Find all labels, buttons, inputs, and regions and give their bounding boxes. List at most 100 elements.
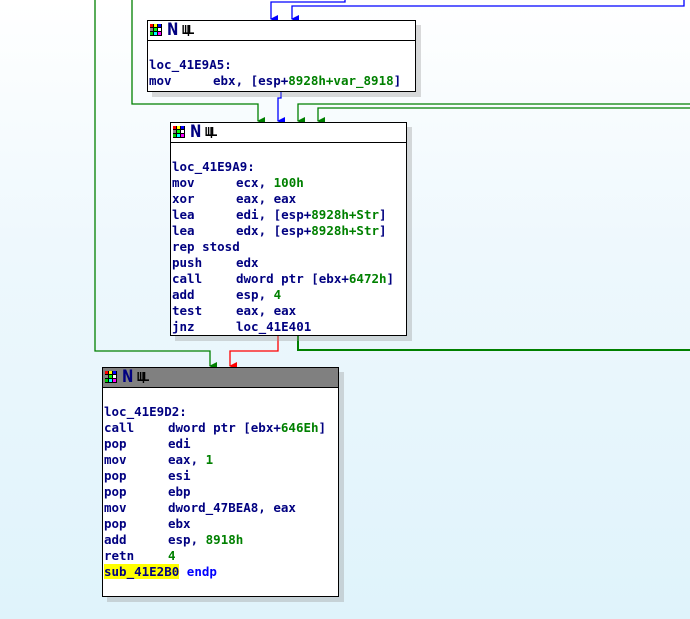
mnemonic: pop <box>104 436 127 451</box>
operand: ebx, [esp+ <box>213 73 289 88</box>
mnemonic: add <box>172 287 195 302</box>
edge-true <box>297 336 690 351</box>
operand: edx, [esp+ <box>236 223 312 238</box>
instruction-line[interactable]: xor eax, eax <box>172 191 405 207</box>
edge-true <box>297 103 690 125</box>
instruction-line[interactable]: call dword ptr [ebx+6472h] <box>172 271 405 287</box>
operand: 4 <box>273 287 282 302</box>
operand: eax, eax <box>236 303 297 318</box>
mnemonic: call <box>104 420 135 435</box>
palette-icon[interactable] <box>150 24 162 36</box>
mnemonic: xor <box>172 191 195 206</box>
operand: dword ptr [ebx+ <box>168 420 281 435</box>
block-label[interactable]: loc_41E9D2: <box>104 404 187 419</box>
instruction-line[interactable]: mov eax, 1 <box>104 452 337 468</box>
operand: ecx, <box>236 175 274 190</box>
operand: dword ptr [ebx+ <box>236 271 349 286</box>
instruction-line[interactable]: pop ebx <box>104 516 337 532</box>
mnemonic: pop <box>104 484 127 499</box>
operand: ] <box>386 271 395 286</box>
instruction-line[interactable]: lea edx, [esp+8928h+Str] <box>172 223 405 239</box>
operand: edi, [esp+ <box>236 207 312 222</box>
operand: ] <box>379 223 387 238</box>
instruction-line[interactable]: rep stosd <box>172 239 405 255</box>
operand: 8928h+Str <box>311 207 379 222</box>
operand: ] <box>393 73 402 88</box>
function-name[interactable]: sub_41E2B0 <box>104 564 180 579</box>
operand: 8928h+var_8918 <box>288 73 394 88</box>
graph-icon[interactable]: ЩL <box>137 370 150 384</box>
block-body: loc_41E9A9:mov ecx, 100h xor eax, eax lea edi… <box>171 143 406 341</box>
edge-false <box>229 336 279 370</box>
operand: edx <box>236 255 259 270</box>
instruction-line[interactable]: mov ebx, [esp+8928h+var_8918] <box>149 73 414 89</box>
instruction-line[interactable]: add esp, 8918h <box>104 532 337 548</box>
operand: ebp <box>168 484 191 499</box>
block-label[interactable]: loc_41E9A9: <box>172 159 255 174</box>
mnemonic: call <box>172 271 203 286</box>
operand: 646Eh <box>280 420 319 435</box>
operand: 8918h <box>205 532 244 547</box>
mnemonic: mov <box>149 73 172 88</box>
mnemonic: test <box>172 303 203 318</box>
node-n-icon[interactable]: N <box>167 20 179 40</box>
operand: eax, <box>168 452 206 467</box>
mnemonic: add <box>104 532 127 547</box>
operand: 8928h+Str <box>311 223 379 238</box>
operand: dword_47BEA8, eax <box>168 500 296 515</box>
instruction-line[interactable]: mov dword_47BEA8, eax <box>104 500 337 516</box>
endp-keyword: endp <box>179 564 217 579</box>
block-label[interactable]: loc_41E9A5: <box>149 57 232 72</box>
operand: esp, <box>236 287 274 302</box>
operand: ebx <box>168 516 191 531</box>
operand: edi <box>168 436 191 451</box>
edge-jump <box>270 0 346 23</box>
endp-line[interactable]: sub_41E2B0 endp <box>104 564 337 580</box>
node-n-icon[interactable]: N <box>122 367 134 387</box>
instruction-line[interactable]: lea edi, [esp+8928h+Str] <box>172 207 405 223</box>
operand: loc_41E401 <box>236 319 312 334</box>
mnemonic: mov <box>172 175 195 190</box>
node-n-icon[interactable]: N <box>190 122 202 142</box>
instruction-line[interactable]: pop ebp <box>104 484 337 500</box>
palette-icon[interactable] <box>105 371 117 383</box>
mnemonic: pop <box>104 468 127 483</box>
operand: 6472h <box>348 271 387 286</box>
edge-fallthrough <box>131 0 265 125</box>
operand: eax, eax <box>236 191 297 206</box>
instruction-line[interactable]: retn 4 <box>104 548 337 564</box>
instruction-line[interactable]: add esp, 4 <box>172 287 405 303</box>
graph-icon[interactable]: ЩL <box>182 23 195 37</box>
mnemonic: lea <box>172 223 195 238</box>
instruction-line[interactable]: test eax, eax <box>172 303 405 319</box>
mnemonic: mov <box>104 452 127 467</box>
operand: 4 <box>168 548 176 563</box>
instruction-line[interactable]: pop edi <box>104 436 337 452</box>
operand: esp, <box>168 532 206 547</box>
mnemonic: rep stosd <box>172 239 240 254</box>
mnemonic: pop <box>104 516 127 531</box>
operand: esi <box>168 468 191 483</box>
graph-icon[interactable]: ЩL <box>205 125 218 139</box>
instruction-line[interactable]: pop esi <box>104 468 337 484</box>
instruction-line[interactable]: mov ecx, 100h <box>172 175 405 191</box>
mnemonic: lea <box>172 207 195 222</box>
edge-true <box>317 107 690 125</box>
palette-icon[interactable] <box>173 126 185 138</box>
operand: 100h <box>273 175 304 190</box>
operand: 1 <box>205 452 214 467</box>
edge-true <box>94 0 217 370</box>
mnemonic: mov <box>104 500 127 515</box>
mnemonic: retn <box>104 548 135 563</box>
operand: ] <box>379 207 387 222</box>
